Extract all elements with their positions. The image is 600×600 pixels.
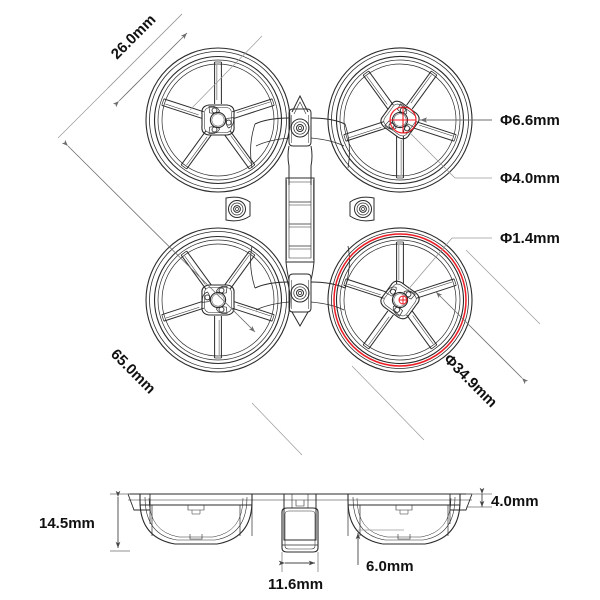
dim-screw-hole: Φ1.4mm (405, 230, 560, 293)
dim-battery-slot-width-label: 11.6mm (268, 576, 323, 593)
dim-duct-depth: 6.0mm (355, 529, 414, 575)
dim-motor-mount-pitch-label: Φ6.6mm (500, 112, 560, 129)
side-view-dimensions: 14.5mm 11.6mm 6.0mm 4.0mm (39, 487, 539, 593)
rear-center-boss (290, 283, 310, 303)
dim-duct-spacing-label: 26.0mm (108, 11, 160, 63)
side-duct-right (347, 493, 461, 545)
dim-top-rim-thickness: 4.0mm (466, 487, 539, 510)
dim-duct-bore-label: Φ34.9mm (440, 351, 500, 411)
dim-duct-bore: Φ34.9mm (351, 249, 541, 441)
front-center-boss (290, 118, 310, 138)
mid-boss-left (225, 196, 251, 222)
side-battery-block (281, 494, 319, 553)
center-chassis (225, 94, 375, 328)
dim-diagonal-label: 65.0mm (107, 346, 159, 398)
dim-diagonal: 65.0mm (57, 13, 303, 456)
top-view-dimensions: 26.0mm 65.0mm Φ34.9mm Φ6.6mm (57, 11, 560, 456)
dim-top-rim-thickness-label: 4.0mm (491, 493, 539, 510)
dim-motor-shaft-hole: Φ4.0mm (407, 130, 560, 187)
mid-boss-right (349, 196, 375, 222)
side-view (127, 493, 473, 553)
duct-rear-left (145, 227, 291, 373)
motor-pitch-highlight-small (398, 295, 408, 305)
dim-motor-mount-pitch: Φ6.6mm (420, 112, 560, 129)
side-duct-left (139, 493, 253, 545)
dim-motor-shaft-hole-label: Φ4.0mm (500, 170, 560, 187)
dim-screw-hole-label: Φ1.4mm (500, 230, 560, 247)
dim-duct-depth-label: 6.0mm (366, 558, 414, 575)
dim-duct-spacing: 26.0mm (107, 11, 263, 111)
motor-pitch-highlight (389, 106, 417, 134)
dim-overall-height-label: 14.5mm (39, 515, 95, 532)
top-view (145, 18, 502, 402)
dim-overall-height: 14.5mm (39, 490, 130, 552)
dim-battery-slot-width: 11.6mm (268, 552, 323, 593)
